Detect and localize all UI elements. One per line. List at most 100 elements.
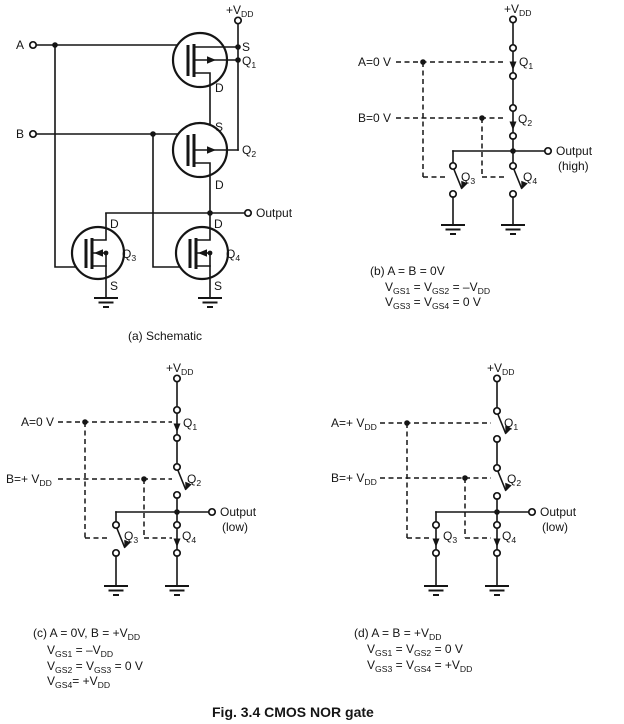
panel-d-caption-line-3: VGS3 = VGS4 = +VDD <box>367 658 472 674</box>
q4-drain-label: D <box>214 217 223 231</box>
q2-label: Q2 <box>507 472 521 488</box>
switch-q2-closed <box>508 103 518 141</box>
pmos-arrow-icon <box>207 146 216 154</box>
panel-b-switch-equivalent: +VDD A=0 V B=0 V Q1 Q2 Q3 Q4 Output (hig… <box>358 2 593 311</box>
input-b-label: B=0 V <box>358 111 391 125</box>
q1-drain-label: D <box>215 81 224 95</box>
q4-source-label: S <box>214 279 222 293</box>
output-junction-dot <box>207 210 213 216</box>
panel-b-caption-line-2: VGS1 = VGS2 = –VDD <box>385 280 490 296</box>
q1-source-junction-dot <box>235 44 241 50</box>
q4-label: Q4 <box>523 170 537 186</box>
junction-dot-a <box>420 59 426 65</box>
q2-drain-label: D <box>215 178 224 192</box>
vdd-label: +VDD <box>226 3 253 19</box>
output-state-label: (low) <box>222 520 248 534</box>
junction-dot-b <box>479 115 485 121</box>
panel-d-caption-line-2: VGS1 = VGS2 = 0 V <box>367 642 463 658</box>
junction-dot-a <box>404 420 410 426</box>
nmos-arrow-icon <box>94 249 103 257</box>
figure-caption: Fig. 3.4 CMOS NOR gate <box>212 704 374 720</box>
q2-label: Q2 <box>187 472 201 488</box>
q4-label: Q4 <box>226 247 240 263</box>
input-b-label: B=+ VDD <box>6 472 52 488</box>
output-junction-dot <box>510 148 516 154</box>
output-terminal <box>243 208 253 218</box>
switch-q4-closed <box>492 520 502 558</box>
q2-label: Q2 <box>518 112 532 128</box>
switch-q1-closed <box>172 405 182 443</box>
vdd-terminal <box>508 15 518 24</box>
mosfet-q1 <box>171 31 239 138</box>
q2-label: Q2 <box>242 143 256 159</box>
panel-d-switch-equivalent: +VDD A=+ VDD B=+ VDD Q1 Q2 Q3 Q4 Output … <box>331 361 577 674</box>
drain-lead <box>91 212 107 241</box>
switch-q3-closed <box>431 520 441 558</box>
vdd-label: +VDD <box>487 361 514 377</box>
q3-label: Q3 <box>443 529 457 545</box>
input-b-terminal <box>28 129 38 139</box>
ground-symbol-q4 <box>197 297 223 308</box>
mosfet-q4 <box>174 212 230 299</box>
panel-b-caption-line-3: VGS3 = VGS4 = 0 V <box>385 295 481 311</box>
switch-q1-closed <box>508 43 518 81</box>
junction-dot-a <box>52 42 58 48</box>
q1-body-junction-dot <box>235 57 241 63</box>
q2-source-label: S <box>215 120 223 134</box>
mosfet-q3 <box>70 212 126 299</box>
output-label: Output <box>220 505 257 519</box>
input-a-terminal <box>28 40 38 50</box>
output-terminal <box>527 507 537 517</box>
input-b-label: B=+ VDD <box>331 471 377 487</box>
q4-label: Q4 <box>182 529 196 545</box>
q3-label: Q3 <box>122 247 136 263</box>
panel-c-caption-line-3: VGS2 = VGS3 = 0 V <box>47 659 143 675</box>
panel-a-caption: (a) Schematic <box>128 329 202 343</box>
vdd-terminal <box>492 374 502 383</box>
vdd-terminal <box>172 374 182 383</box>
input-a-label: A=0 V <box>358 55 391 69</box>
panel-c-switch-equivalent: +VDD A=0 V B=+ VDD Q1 Q2 Q3 Q4 Output (l… <box>6 361 257 690</box>
output-junction-dot <box>174 509 180 515</box>
ground-symbol-q4 <box>484 585 510 596</box>
q3-label: Q3 <box>124 529 138 545</box>
junction-dot-b <box>141 476 147 482</box>
q3-drain-label: D <box>110 217 119 231</box>
switch-q4-closed <box>172 520 182 558</box>
output-junction-dot <box>494 509 500 515</box>
input-a-label: A <box>16 38 24 52</box>
vdd-label: +VDD <box>504 2 531 18</box>
wire-b-to-q4-gate <box>152 133 191 268</box>
junction-dot-a <box>82 419 88 425</box>
q4-label: Q4 <box>502 529 516 545</box>
mosfet-q2 <box>171 121 239 214</box>
panel-a-schematic: +VDD A B <box>16 3 293 343</box>
q1-source-label: S <box>242 40 250 54</box>
q1-label: Q1 <box>504 416 518 432</box>
vdd-label: +VDD <box>166 361 193 377</box>
drain-lead <box>195 212 211 241</box>
pmos-arrow-icon <box>207 56 216 64</box>
ground-symbol-q4 <box>164 585 190 596</box>
input-a-label: A=+ VDD <box>331 416 377 432</box>
junction-dot-b <box>462 475 468 481</box>
output-label: Output <box>540 505 577 519</box>
panel-c-caption-line-4: VGS4= +VDD <box>47 674 110 690</box>
q1-label: Q1 <box>242 54 256 70</box>
q3-source-label: S <box>110 279 118 293</box>
ground-symbol-q3 <box>103 585 129 596</box>
output-label: Output <box>256 206 293 220</box>
input-b-label: B <box>16 127 24 141</box>
ground-symbol-q3 <box>93 297 119 308</box>
vdd-terminal <box>233 16 243 25</box>
ground-symbol-q3 <box>440 224 466 235</box>
q1-label: Q1 <box>183 416 197 432</box>
ground-symbol-q4 <box>500 224 526 235</box>
source-lead <box>195 265 211 299</box>
q3-label: Q3 <box>461 170 475 186</box>
drain-lead <box>193 162 211 214</box>
input-a-label: A=0 V <box>21 415 54 429</box>
q1-label: Q1 <box>519 55 533 71</box>
output-state-label: (high) <box>558 159 589 173</box>
